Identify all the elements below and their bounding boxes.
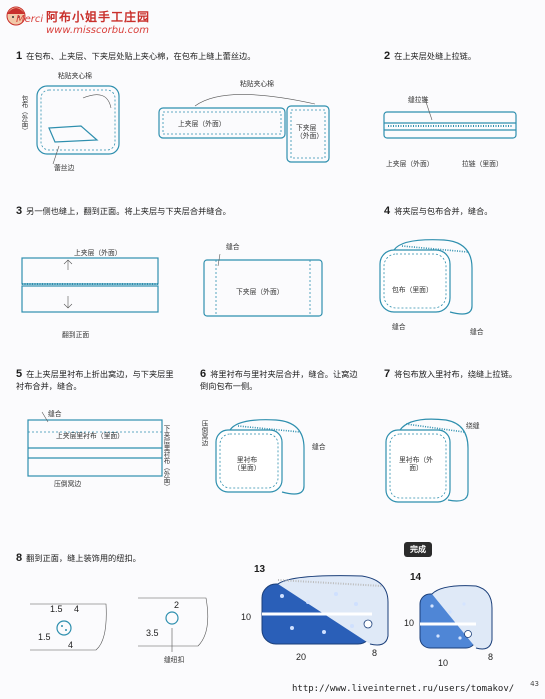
step-text: 将包布放入里衬布，绕缝上拉链。 xyxy=(394,369,517,379)
step-text: 将夹层与包布合并，缝合。 xyxy=(394,206,493,216)
step-number: 1 xyxy=(16,50,23,62)
item-14-height: 10 xyxy=(404,618,415,628)
item-14-pouch xyxy=(419,585,493,650)
item-13-height: 10 xyxy=(241,612,252,622)
label-fold-6: 压倒窝边 xyxy=(200,420,208,446)
step-number: 3 xyxy=(16,205,23,217)
dim-a: 1.5 xyxy=(50,604,63,614)
step-2-zipper-diagram xyxy=(383,95,517,139)
label-button: 缝纽扣 xyxy=(164,656,185,664)
label-seam: 缝合 xyxy=(226,243,240,251)
watermark-corner: Merci xyxy=(16,14,44,25)
label-lower: 下夹层（外面） xyxy=(296,124,324,140)
label-lower-3: 下夹层（外面） xyxy=(236,288,284,296)
item-14-width: 10 xyxy=(438,658,449,668)
step-text: 另一侧也缝上，翻到正面。将上夹层与下夹层合并缝合。 xyxy=(26,206,231,216)
step-text: 在上夹层处缝上拉链。 xyxy=(394,51,477,61)
step-text: 将里衬布与里衬夹层合并，缝合。让窝边倒向包布一侧。 xyxy=(200,369,358,391)
item-14-id: 14 xyxy=(410,572,422,583)
dim-c: 1.5 xyxy=(38,632,51,642)
page-number: 43 xyxy=(530,680,539,688)
step-7-pouch-diagram xyxy=(385,418,469,503)
label-body: 包布（外面） xyxy=(20,95,28,134)
dim-d: 4 xyxy=(68,640,74,650)
step-3-flip-diagram xyxy=(21,257,159,313)
label-seam-4: 缝合 xyxy=(392,323,406,331)
label-seam-5: 缝合 xyxy=(48,410,62,418)
bottom-url: http://www.liveinternet.ru/users/tomakov… xyxy=(292,684,515,694)
step-3-seam-diagram xyxy=(203,253,323,317)
label-lining-6: 里衬布（里面） xyxy=(233,456,261,472)
label-stitch: 绕缝 xyxy=(466,422,480,430)
label-upper-3: 上夹层（外面） xyxy=(74,249,122,257)
label-lower-lining: 下夹层里衬布（外面） xyxy=(162,425,170,490)
step-number: 8 xyxy=(16,552,23,564)
doll-icon xyxy=(6,6,26,26)
label-seam-4b: 缝合 xyxy=(470,328,484,336)
dim-e: 2 xyxy=(174,600,180,610)
label-fold: 压倒窝边 xyxy=(54,480,82,488)
label-zipper: 拉链（里面） xyxy=(462,160,503,168)
step-1-fabric-diagram xyxy=(36,85,120,165)
label-upper-2: 上夹层（外面） xyxy=(386,160,434,168)
item-13-depth: 8 xyxy=(372,648,378,658)
label-seam-6: 缝合 xyxy=(312,443,326,451)
label-pad-2: 粘贴夹心棉 xyxy=(240,80,274,88)
step-text: 在上夹层里衬布上折出窝边，与下夹层里衬布合并，缝合。 xyxy=(16,369,174,391)
watermark-site-name: 阿布小姐手工庄园 xyxy=(46,10,151,24)
label-upper-lining: 上夹层里衬布（里面） xyxy=(56,432,124,440)
label-lace: 蕾丝边 xyxy=(54,164,75,172)
step-1-layers-diagram xyxy=(158,94,330,163)
watermark-url: www.misscorbu.com xyxy=(46,25,149,36)
label-sew-zip: 缝拉链 xyxy=(408,96,429,104)
step-6-pouch-diagram xyxy=(215,419,305,495)
step-4-pouch-diagram xyxy=(379,239,473,315)
step-number: 6 xyxy=(200,368,207,380)
dim-f: 3.5 xyxy=(146,628,159,638)
item-13-id: 13 xyxy=(254,564,266,575)
label-upper: 上夹层（外面） xyxy=(178,120,226,128)
step-5-lining-diagram xyxy=(27,411,163,477)
item-13-width: 20 xyxy=(296,652,307,662)
item-14-depth: 8 xyxy=(488,652,494,662)
item-13-pouch xyxy=(261,575,389,646)
dim-b: 4 xyxy=(74,604,80,614)
finished-badge: 完成 xyxy=(404,542,432,557)
label-lining-7: 里衬布（外面） xyxy=(399,456,433,472)
label-flip: 翻到正面 xyxy=(62,331,90,339)
step-text: 翻到正面，缝上装饰用的纽扣。 xyxy=(26,553,141,563)
step-number: 4 xyxy=(384,205,391,217)
step-number: 5 xyxy=(16,368,23,380)
step-number: 7 xyxy=(384,368,391,380)
label-body-4: 包布（里面） xyxy=(392,286,433,294)
step-text: 在包布、上夹层、下夹层处贴上夹心棉，在包布上缝上蕾丝边。 xyxy=(26,51,256,61)
step-number: 2 xyxy=(384,50,391,62)
label-pad: 粘贴夹心棉 xyxy=(58,72,92,80)
step-8-button-diagram xyxy=(30,597,209,652)
